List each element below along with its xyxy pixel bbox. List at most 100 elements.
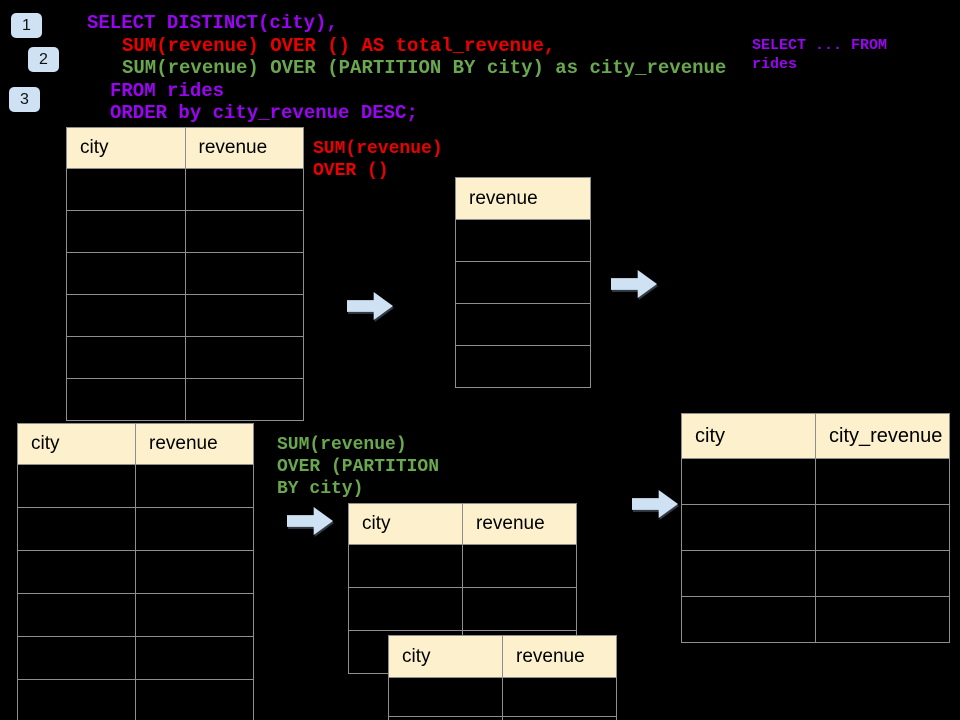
table-header-row: revenue [455,177,591,220]
table-cell [348,587,463,631]
table-cell [184,294,304,337]
annotation-sum-over-partition: SUM(revenue) OVER (PARTITION BY city) [277,434,439,500]
table-cell [462,544,577,588]
annotation-partition-line-2: OVER (PARTITION [277,457,440,477]
sql-line-order-by: ORDER by city_revenue DESC; [110,102,418,124]
annotation-partition-line-1: SUM(revenue) [277,435,407,455]
annotation-total-line-1: SUM(revenue) [313,139,443,159]
table-cell [184,210,304,253]
column-header-city: city [17,423,136,465]
arrow-right-icon [632,490,678,518]
table-row [17,507,254,551]
table-cell [17,550,136,594]
table-cell [184,336,304,379]
step-badge-2: 2 [28,47,59,72]
table-row [17,593,254,637]
table-row [681,458,950,505]
table-cell [184,168,304,211]
column-header-city: city [681,413,816,459]
table-cell [17,679,136,720]
side-note-select-from-rides: SELECT ... FROM rides [752,36,887,74]
table-cell [66,378,186,421]
table-cell [502,716,617,720]
table-row [455,303,591,346]
table-cell [388,677,503,717]
step-badge-3: 3 [9,87,40,112]
table-cell [455,345,591,388]
table-cell [17,507,136,551]
table-row [348,544,577,588]
table-cell [681,596,816,643]
sql-line-from: FROM rides [110,80,225,102]
table-row [17,679,254,720]
column-header-revenue: revenue [455,177,591,220]
annotation-sum-over-total: SUM(revenue) OVER () [313,138,443,182]
column-header-city: city [348,503,463,545]
annotation-total-line-2: OVER () [313,161,389,181]
sql-line-sum-partition: SUM(revenue) OVER (PARTITION BY city) as… [122,57,727,79]
column-header-revenue: revenue [184,127,304,169]
table-row [388,716,617,720]
arrow-right-icon [611,270,657,298]
table-cell [815,504,950,551]
table-cell [66,168,186,211]
table-row [17,636,254,680]
column-header-revenue: revenue [502,635,617,678]
arrow-right-icon [287,507,333,535]
table-cell [66,294,186,337]
table-cell [135,636,254,680]
table-row [66,168,304,211]
table-row [66,378,304,421]
side-note-line-1: SELECT ... FROM [752,37,888,54]
table-cell [135,679,254,720]
table-cell [502,677,617,717]
table-cell [135,507,254,551]
table-cell [455,261,591,304]
table-header-row: city revenue [66,127,304,169]
table-cell [815,596,950,643]
table-city-revenue-result: city city_revenue [681,413,950,643]
table-source-rides-bottom: city revenue [17,423,254,720]
table-header-row: city revenue [17,423,254,465]
table-cell [681,550,816,597]
table-row [455,219,591,262]
side-note-line-2: rides [752,56,798,73]
table-source-rides-top: city revenue [66,127,304,421]
table-cell [184,252,304,295]
table-header-row: city city_revenue [681,413,950,459]
table-cell [17,464,136,508]
table-cell [455,219,591,262]
table-row [681,550,950,597]
table-cell [66,210,186,253]
table-row [66,294,304,337]
annotation-partition-line-3: BY city) [277,479,364,499]
table-row [66,210,304,253]
table-cell [815,550,950,597]
table-header-row: city revenue [388,635,617,678]
table-row [348,587,577,631]
table-header-row: city revenue [348,503,577,545]
table-cell [815,458,950,505]
table-cell [17,636,136,680]
table-cell [348,544,463,588]
table-row [455,345,591,388]
sql-line-sum-over: SUM(revenue) OVER () AS total_revenue, [122,35,556,57]
table-cell [681,458,816,505]
sql-line-select: SELECT DISTINCT(city), [87,12,338,34]
table-cell [135,550,254,594]
table-cell [66,336,186,379]
table-row [388,677,617,717]
table-cell [388,716,503,720]
table-row [17,464,254,508]
table-cell [135,464,254,508]
table-cell [184,378,304,421]
step-badge-1: 1 [11,13,42,38]
table-cell [66,252,186,295]
table-row [17,550,254,594]
table-cell [17,593,136,637]
table-cell [135,593,254,637]
column-header-city: city [388,635,503,678]
table-row [66,252,304,295]
column-header-revenue: revenue [462,503,577,545]
